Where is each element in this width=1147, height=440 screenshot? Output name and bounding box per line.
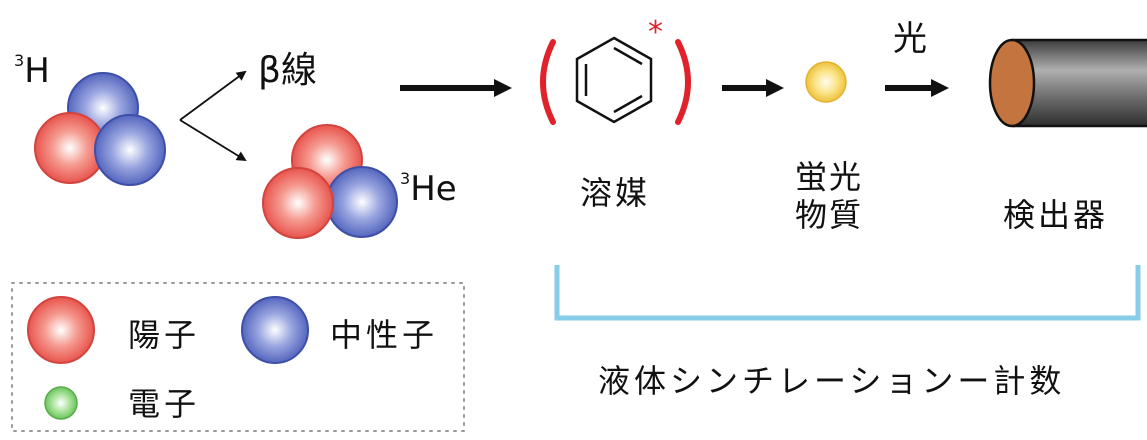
arrow-to-fluor-head	[766, 79, 784, 97]
fluorescent-label-line1: 蛍光	[795, 158, 863, 196]
excited-mark: *	[648, 15, 663, 50]
beta-ray-label: β線	[258, 50, 317, 91]
process-bracket	[554, 265, 1141, 321]
beta-branch-arrow	[179, 70, 247, 121]
legend-proton-label: 陽子	[128, 316, 200, 354]
legend-proton-ball	[27, 296, 95, 364]
benzene-ring	[575, 36, 653, 124]
legend-neutron-ball	[241, 296, 309, 364]
legend: 陽子 中性子 電子	[11, 282, 465, 432]
fluorescent-label-line2: 物質	[795, 196, 863, 234]
detector-face	[988, 38, 1036, 128]
detector-label: 検出器	[1003, 196, 1108, 234]
detector-cylinder	[988, 38, 1147, 128]
neutron-ball	[94, 114, 166, 186]
arrow-to-detector-head	[931, 79, 949, 97]
helium-label: 3He	[400, 169, 457, 209]
left-bracket	[540, 39, 556, 125]
tritium-nucleus	[34, 72, 166, 186]
right-bracket	[675, 39, 691, 125]
method-label: 液体シンチレーションー計数	[598, 362, 1065, 400]
neutron-ball	[326, 166, 398, 238]
helium-branch-arrow	[179, 119, 247, 162]
legend-electron-label: 電子	[128, 385, 200, 423]
solvent-label: 溶媒	[580, 174, 650, 212]
fluorescent-ball	[805, 61, 847, 103]
proton-ball	[262, 167, 334, 239]
legend-electron-ball	[44, 386, 78, 420]
light-label: 光	[893, 19, 927, 59]
tritium-label: 3H	[14, 51, 50, 91]
main-arrow-head	[494, 79, 512, 97]
helium-nucleus	[262, 124, 398, 239]
legend-neutron-label: 中性子	[330, 316, 438, 354]
legend-border	[11, 282, 465, 432]
